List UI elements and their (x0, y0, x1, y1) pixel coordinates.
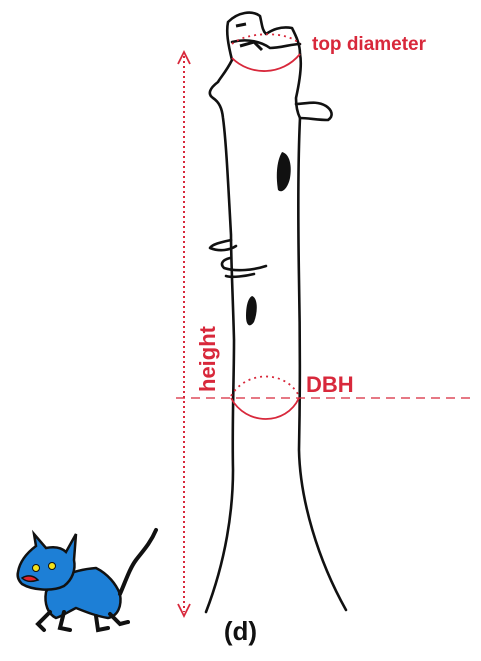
dbh-label: DBH (306, 372, 354, 397)
knot-upper (277, 152, 291, 191)
height-label: height (195, 325, 220, 392)
knot-lower (246, 296, 257, 325)
figure-caption: (d) (0, 616, 481, 647)
height-arrow (178, 52, 190, 616)
tree-trunk-icon (206, 13, 346, 612)
cat-drawing-icon (18, 530, 156, 630)
top-diameter-label: top diameter (312, 34, 427, 55)
